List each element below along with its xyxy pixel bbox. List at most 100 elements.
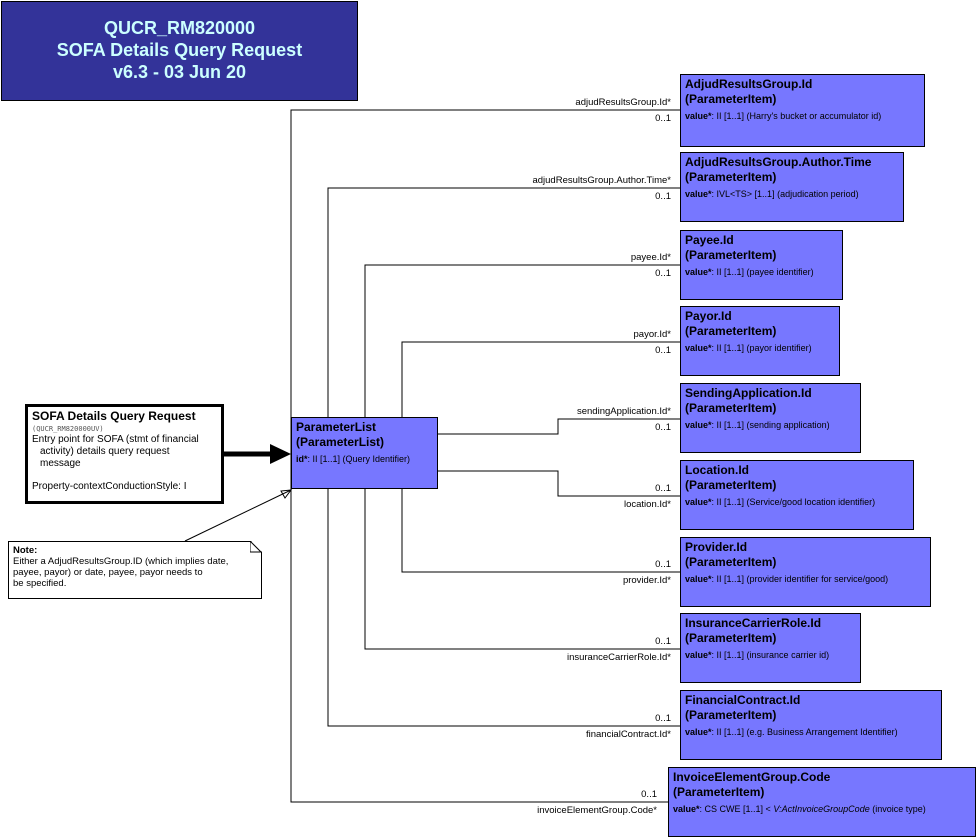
class-name: SendingApplication.Id — [685, 386, 812, 400]
role-label: provider.Id* — [622, 575, 671, 586]
attr-type: : II [1..1] (e.g. Business Arrangement I… — [711, 727, 898, 737]
entry-desc-line-1: Entry point for SOFA (stmt of financial — [32, 434, 199, 445]
attr-type: : II [1..1] (payee identifier) — [711, 267, 814, 277]
class-name: InvoiceElementGroup.Code — [673, 770, 831, 784]
attr-name: value* — [673, 804, 700, 814]
assoc-payee-id — [364, 264, 680, 488]
class-sendingapplication-id[interactable]: SendingApplication.Id (ParameterItem) va… — [680, 383, 861, 453]
assoc-insurancecarrierrole-id — [364, 488, 680, 650]
attr-domain: V:ActInvoiceGroupCode — [773, 804, 870, 814]
title-line-3: v6.3 - 03 Jun 20 — [112, 62, 247, 82]
multiplicity-label: 0..1 — [655, 636, 671, 647]
class-payor-id[interactable]: Payor.Id (ParameterItem) value*: II [1..… — [680, 306, 840, 376]
role-label: sendingApplication.Id* — [576, 406, 671, 417]
class-name: AdjudResultsGroup.Author.Time — [685, 155, 872, 169]
class-adjudresultsgroup-author-time[interactable]: AdjudResultsGroup.Author.Time (Parameter… — [680, 152, 904, 222]
attr-name: value* — [685, 189, 712, 199]
attr-type: : II [1..1] (provider identifier for ser… — [711, 574, 889, 584]
class-location-id[interactable]: Location.Id (ParameterItem) value*: II [… — [680, 460, 914, 530]
class-stereotype: (ParameterItem) — [685, 401, 777, 415]
role-label: location.Id* — [623, 499, 671, 510]
class-invoiceelementgroup-code[interactable]: InvoiceElementGroup.Code (ParameterItem)… — [668, 767, 976, 837]
class-payee-id[interactable]: Payee.Id (ParameterItem) value*: II [1..… — [680, 230, 843, 300]
role-label: payee.Id* — [630, 252, 671, 263]
entry-point-property: Property-contextConductionStyle: I — [32, 481, 187, 492]
class-financialcontract-id[interactable]: FinancialContract.Id (ParameterItem) val… — [680, 690, 942, 760]
note-box: Note: Either a AdjudResultsGroup.ID (whi… — [8, 541, 262, 599]
attr-name: value* — [685, 343, 712, 353]
assoc-sendingapplication-id — [438, 418, 680, 435]
attr-name: value* — [685, 420, 712, 430]
attr-description: (invoice type) — [869, 804, 926, 814]
class-name: AdjudResultsGroup.Id — [685, 77, 813, 91]
note-arrow-head — [280, 489, 293, 499]
parameter-list-attr-name: id* — [296, 454, 308, 464]
attr-type: : II [1..1] (payor identifier) — [711, 343, 812, 353]
assoc-provider-id — [401, 488, 680, 573]
multiplicity-label: 0..1 — [641, 789, 657, 800]
class-attribute: value*: II [1..1] (insurance carrier id) — [681, 646, 860, 661]
multiplicity-label: 0..1 — [655, 559, 671, 570]
parameter-list-attribute: id*: II [1..1] (Query Identifier) — [292, 450, 437, 465]
assoc-financialcontract-id — [327, 488, 680, 727]
class-name: Provider.Id — [685, 540, 748, 554]
multiplicity-label: 0..1 — [655, 422, 671, 433]
role-label: payor.Id* — [633, 329, 672, 340]
class-attribute: value*: II [1..1] (sending application) — [681, 416, 860, 431]
class-stereotype: (ParameterItem) — [685, 555, 777, 569]
class-stereotype: (ParameterItem) — [685, 324, 777, 338]
class-stereotype: (ParameterItem) — [685, 631, 777, 645]
note-line-1: Either a AdjudResultsGroup.ID (which imp… — [13, 556, 229, 567]
class-attribute: value*: IVL<TS> [1..1] (adjudication per… — [681, 185, 903, 200]
attr-type: : II [1..1] (Service/good location ident… — [711, 497, 876, 507]
multiplicity-label: 0..1 — [655, 483, 671, 494]
parameter-list-class[interactable]: ParameterList (ParameterList) id*: II [1… — [291, 417, 438, 489]
attr-name: value* — [685, 497, 712, 507]
attr-type: : II [1..1] (insurance carrier id) — [711, 650, 830, 660]
class-provider-id[interactable]: Provider.Id (ParameterItem) value*: II [… — [680, 537, 931, 607]
attr-type: : II [1..1] (sending application) — [711, 420, 830, 430]
class-attribute: value*: II [1..1] (e.g. Business Arrange… — [681, 723, 941, 738]
attr-type: : IVL<TS> [1..1] (adjudication period) — [711, 189, 859, 199]
class-stereotype: (ParameterItem) — [685, 478, 777, 492]
class-attribute: value*: II [1..1] (payee identifier) — [681, 263, 842, 278]
assoc-adjudresultsgroup-id — [290, 109, 680, 488]
entry-desc-line-3: message — [40, 458, 81, 469]
class-stereotype: (ParameterItem) — [685, 170, 777, 184]
parameter-list-attr-type: : II [1..1] (Query Identifier) — [307, 454, 411, 464]
role-label: invoiceElementGroup.Code* — [537, 805, 657, 816]
role-label: financialContract.Id* — [585, 729, 671, 740]
title-line-1: QUCR_RM820000 — [103, 18, 256, 38]
note-line-3: be specified. — [13, 578, 67, 589]
attr-type: : CS CWE [1..1] < — [699, 804, 774, 814]
multiplicity-label: 0..1 — [655, 268, 671, 279]
class-insurancecarrierrole-id[interactable]: InsuranceCarrierRole.Id (ParameterItem) … — [680, 613, 861, 683]
diagram-title-box: QUCR_RM820000 SOFA Details Query Request… — [1, 1, 358, 101]
attr-name: value* — [685, 650, 712, 660]
attr-name: value* — [685, 267, 712, 277]
note-line-2: payee, payor) or date, payee, payor need… — [13, 567, 203, 578]
attr-name: value* — [685, 574, 712, 584]
parameter-list-name: ParameterList — [296, 420, 377, 434]
attr-name: value* — [685, 727, 712, 737]
class-attribute: value*: II [1..1] (Harry's bucket or acc… — [681, 107, 924, 122]
assoc-invoiceelementgroup-code — [290, 488, 668, 803]
role-label: insuranceCarrierRole.Id* — [566, 652, 671, 663]
multiplicity-label: 0..1 — [655, 713, 671, 724]
class-attribute: value*: II [1..1] (Service/good location… — [681, 493, 913, 508]
attr-type: : II [1..1] (Harry's bucket or accumulat… — [711, 111, 882, 121]
entry-point-code: (QUCR_RM820000UV) — [32, 425, 104, 433]
class-attribute: value*: II [1..1] (provider identifier f… — [681, 570, 930, 585]
multiplicity-label: 0..1 — [655, 191, 671, 202]
class-name: Payee.Id — [685, 233, 734, 247]
attr-name: value* — [685, 111, 712, 121]
class-stereotype: (ParameterItem) — [685, 92, 777, 106]
assoc-adjudresultsgroup-author-time — [327, 187, 680, 488]
entry-arrow-head — [270, 444, 291, 464]
class-stereotype: (ParameterItem) — [673, 785, 765, 799]
entry-point-title: SOFA Details Query Request — [32, 409, 196, 423]
class-adjudresultsgroup-id[interactable]: AdjudResultsGroup.Id (ParameterItem) val… — [680, 74, 925, 147]
class-name: InsuranceCarrierRole.Id — [685, 616, 822, 630]
class-attribute: value*: II [1..1] (payor identifier) — [681, 339, 839, 354]
